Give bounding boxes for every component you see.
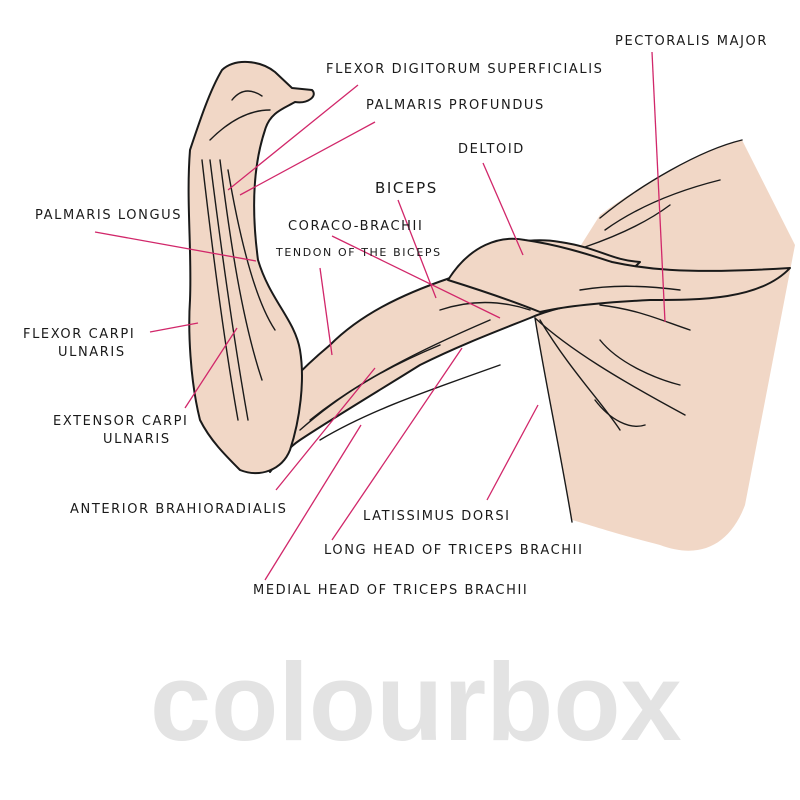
label-palmaris-profundus: PALMARIS PROFUNDUS: [366, 98, 545, 113]
label-coraco-brachii: CORACO-BRACHII: [288, 219, 423, 234]
shoulder-torso: [535, 140, 795, 551]
forearm: [187, 61, 315, 475]
label-long-head-triceps: LONG HEAD OF TRICEPS BRACHII: [324, 543, 584, 558]
label-tendon-of-the-biceps: TENDON OF THE BICEPS: [275, 246, 442, 259]
label-extensor-carpi-ulnaris: ULNARIS: [103, 432, 171, 447]
label-biceps: BICEPS: [375, 179, 438, 197]
leader-lines: [94, 51, 666, 581]
label-flexor-carpi-ulnaris: ULNARIS: [58, 345, 126, 360]
watermark: colourbox: [150, 641, 682, 764]
label-pectoralis-major: PECTORALIS MAJOR: [615, 34, 768, 49]
label-deltoid: DELTOID: [458, 142, 525, 157]
label-anterior-brahioradialis: ANTERIOR BRAHIORADIALIS: [70, 502, 287, 517]
deltoid-muscle: [447, 237, 791, 313]
label-flexor-digitorum: FLEXOR DIGITORUM SUPERFICIALIS: [326, 62, 604, 77]
label-palmaris-longus: PALMARIS LONGUS: [35, 208, 182, 223]
label-extensor-carpi: EXTENSOR CARPI: [53, 414, 189, 429]
label-flexor-carpi: FLEXOR CARPI: [23, 327, 135, 342]
label-medial-head-triceps: MEDIAL HEAD OF TRICEPS BRACHII: [253, 583, 528, 598]
label-latissimus-dorsi: LATISSIMUS DORSI: [363, 509, 511, 524]
